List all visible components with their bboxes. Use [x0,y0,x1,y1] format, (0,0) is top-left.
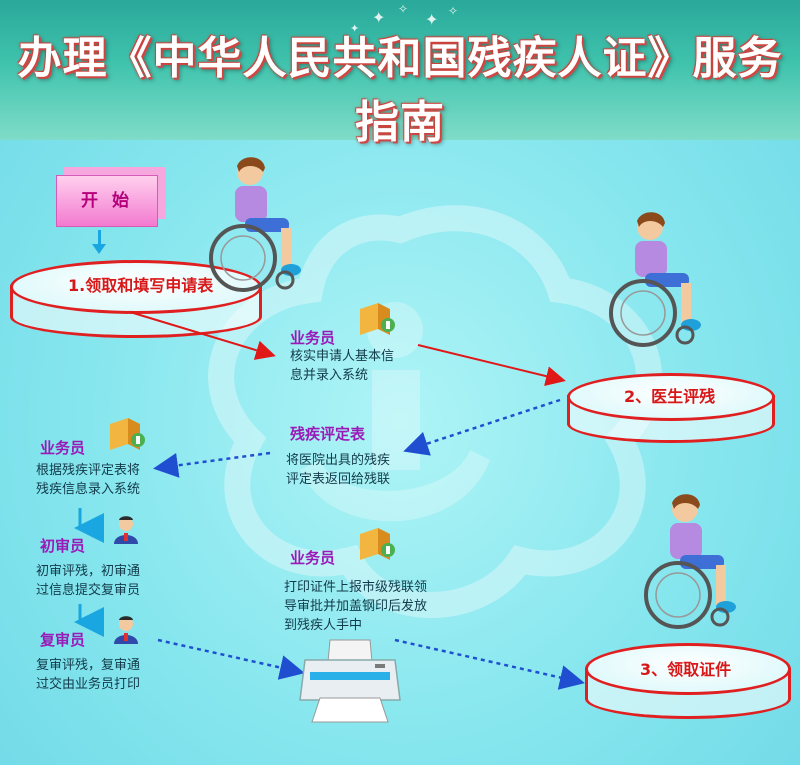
title-banner: ✦ ✧ ✦ ✦ ✧ 办理《中华人民共和国残疾人证》服务指南 [0,0,800,148]
form-return-line-2: 评定表返回给残联 [286,472,391,487]
wheelchair-user-icon [209,157,301,292]
form-return-line-1: 将医院出具的残疾 [286,453,391,468]
step2-label: 2、医生评残 [624,387,716,406]
first-review-line-1: 初审评残，初审通 [36,564,141,579]
print-role: 业务员 [290,549,336,567]
step2-disk [567,373,775,421]
step1-label: 1.领取和填写申请表 [68,276,214,295]
reviewer-person-icon [114,616,138,644]
entry-line-2: 残疾信息录入系统 [36,482,141,497]
sparkle-icon: ✧ [448,4,459,18]
start-label: 开 始 [81,191,133,211]
reviewer-person-icon [114,516,138,544]
arrow-verify-to-step2 [417,344,566,386]
sparkle-icon: ✦ [425,10,439,29]
entry-role: 业务员 [40,439,86,457]
wheelchair-user-icon [644,494,736,629]
arrow-step1-to-verify [129,311,276,360]
verify-line-1: 核实申请人基本信 [290,349,395,364]
step3-label: 3、领取证件 [640,660,732,679]
first-review-line-2: 过信息提交复审员 [36,583,141,598]
verify-role: 业务员 [290,329,336,347]
clerk-book-icon [360,528,395,560]
print-line-1: 打印证件上报市级残联领 [284,580,428,595]
step1-disk [10,260,262,314]
sparkle-icon: ✦ [372,8,386,27]
start-arrow [98,230,101,246]
step3-disk [585,643,791,695]
sparkle-icon: ✦ [350,22,360,35]
verify-line-2: 息并录入系统 [290,368,369,383]
clerk-book-icon [360,303,395,335]
second-review-line-1: 复审评残，复审通 [36,658,141,673]
clerk-book-icon [110,418,145,450]
arrow-form-to-entry [153,451,271,478]
page-title: 办理《中华人民共和国残疾人证》服务指南 [17,33,783,148]
print-line-3: 到残疾人手中 [284,618,363,633]
arrow-review-to-printer [157,638,305,680]
arrow-step2-to-form [403,398,561,456]
wheelchair-user-icon [609,212,701,347]
first-review-role: 初审员 [40,537,86,555]
second-review-line-2: 过交由业务员打印 [36,677,141,692]
form-return-role: 残疾评定表 [290,425,366,443]
start-arrow-head [92,244,106,254]
printer-icon [299,639,401,723]
entry-line-1: 根据残疾评定表将 [36,463,141,478]
print-line-2: 导审批并加盖钢印后发放 [284,599,428,614]
sparkle-icon: ✧ [398,2,409,16]
second-review-role: 复审员 [40,631,86,649]
start-box: 开 始 [56,175,158,227]
